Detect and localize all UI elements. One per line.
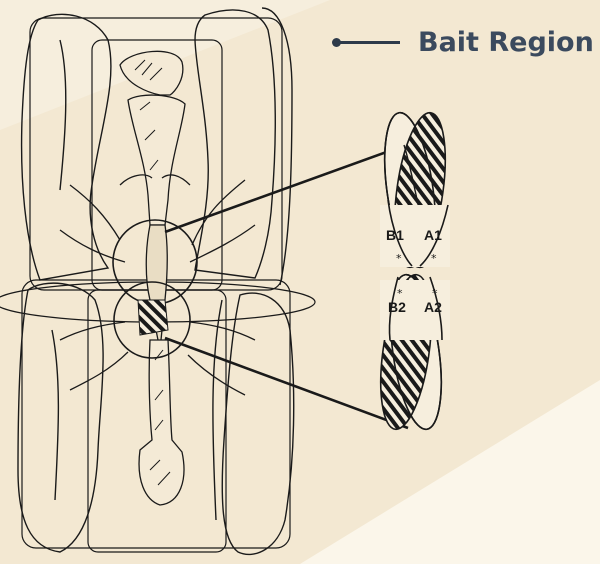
legend-label: Bait Region <box>418 27 594 58</box>
magnified-inset <box>372 110 453 433</box>
label-b1: B1 <box>386 227 404 243</box>
label-a1: A1 <box>424 227 442 243</box>
right-outer-lobes <box>195 8 294 554</box>
label-a2: A2 <box>424 299 442 315</box>
legend: Bait Region <box>336 22 594 62</box>
central-stalk <box>120 51 185 505</box>
star-b1: * <box>396 252 402 265</box>
legend-dot <box>332 38 341 47</box>
label-b2: B2 <box>388 299 406 315</box>
legend-line-marker <box>336 41 400 44</box>
central-hatch <box>138 300 168 335</box>
leader-lines <box>165 150 408 428</box>
star-a1: * <box>431 252 437 265</box>
